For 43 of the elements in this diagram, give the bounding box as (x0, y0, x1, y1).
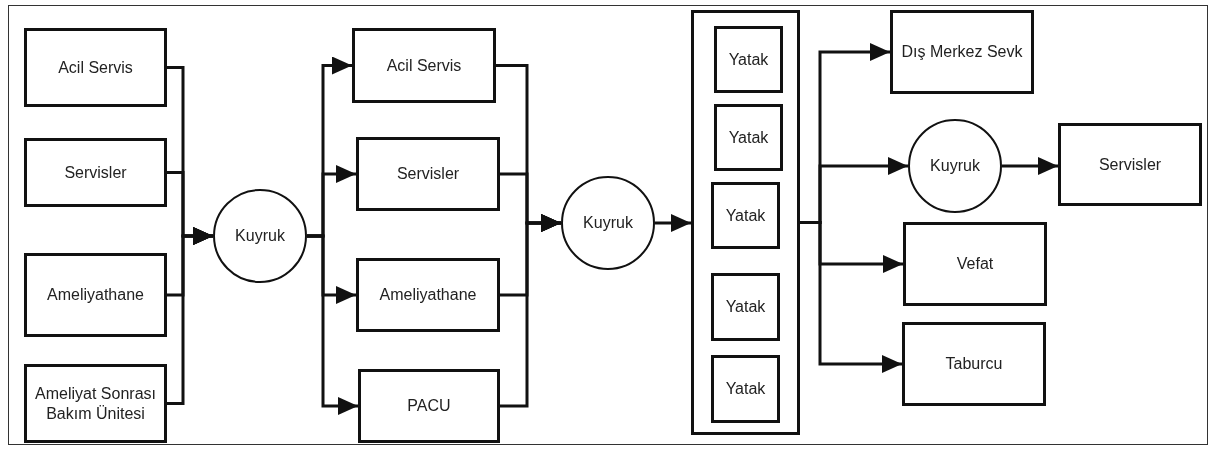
process-box (711, 182, 780, 249)
node-label: Vefat (955, 254, 995, 274)
process-box (358, 369, 500, 443)
group-box (691, 10, 800, 435)
node-label: Ameliyathane (378, 285, 478, 305)
process-box (24, 138, 167, 207)
arrow (1002, 157, 1058, 175)
node-label: Ameliyat Sonrası Bakım Ünitesi (34, 383, 157, 424)
process-box (356, 258, 500, 332)
node-label: Kuyruk (929, 156, 981, 176)
process-box (24, 28, 167, 107)
process-box (352, 28, 496, 103)
process-box (890, 10, 1034, 94)
node-label: Ameliyathane (46, 285, 145, 305)
node-label: Yatak (724, 297, 767, 317)
process-box (356, 137, 500, 211)
arrow (167, 227, 213, 405)
node-label: Dış Merkez Sevk (900, 42, 1024, 62)
node-label: Servisler (395, 164, 461, 184)
node-label: Servisler (63, 162, 128, 183)
node-label: Servisler (1097, 154, 1163, 175)
process-box (711, 355, 780, 423)
process-box (902, 322, 1046, 406)
node-label: Yatak (727, 49, 770, 70)
node-label: Acil Servis (385, 55, 463, 76)
process-box (24, 364, 167, 443)
node-label: Yatak (724, 379, 767, 399)
arrow (307, 234, 358, 415)
node-label: Yatak (727, 127, 770, 148)
process-box (714, 104, 783, 171)
arrow (655, 214, 691, 232)
process-box (1058, 123, 1202, 206)
node-label: Kuyruk (234, 226, 286, 246)
process-box (711, 273, 780, 341)
process-box (24, 253, 167, 337)
arrow (500, 214, 561, 408)
process-box (714, 26, 783, 93)
process-box (903, 222, 1047, 306)
node-label: Taburcu (944, 354, 1004, 374)
node-label: PACU (406, 396, 452, 416)
node-label: Kuyruk (582, 213, 634, 233)
node-label: Acil Servis (57, 57, 134, 78)
node-label: Yatak (724, 205, 767, 226)
